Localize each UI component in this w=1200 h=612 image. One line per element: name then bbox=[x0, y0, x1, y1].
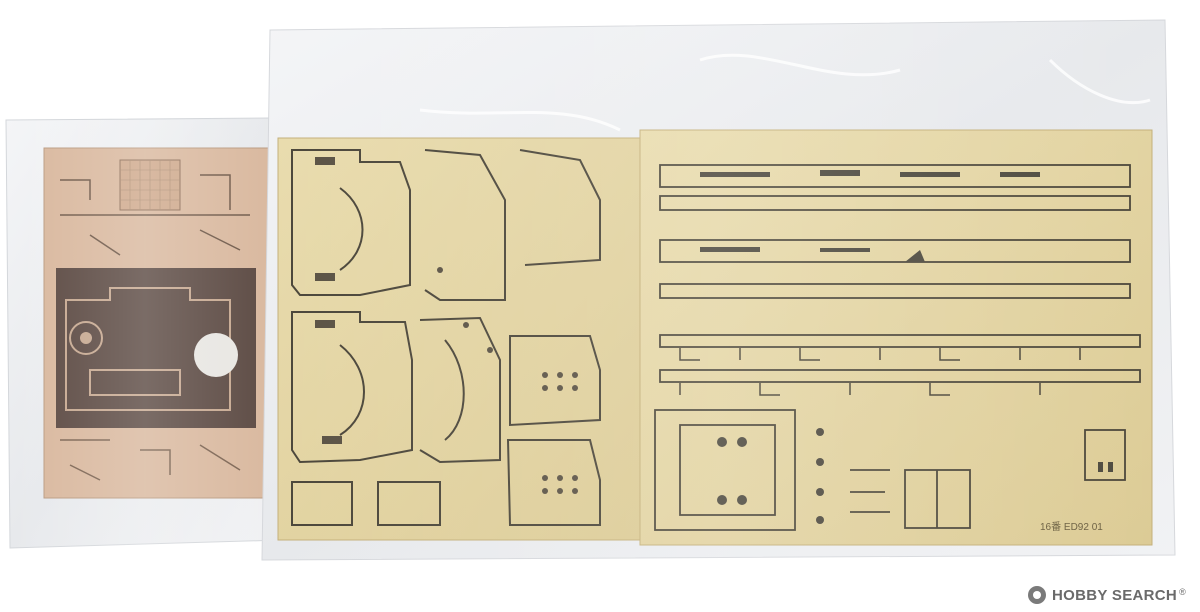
left-bag bbox=[5, 117, 284, 549]
hobby-search-logo-icon bbox=[1028, 586, 1047, 604]
bag-glare bbox=[262, 20, 1175, 560]
registered-mark: ® bbox=[1179, 587, 1186, 597]
watermark-brand: HOBBY SEARCH bbox=[1052, 586, 1178, 604]
watermark: HOBBY SEARCH ® bbox=[1028, 586, 1186, 604]
